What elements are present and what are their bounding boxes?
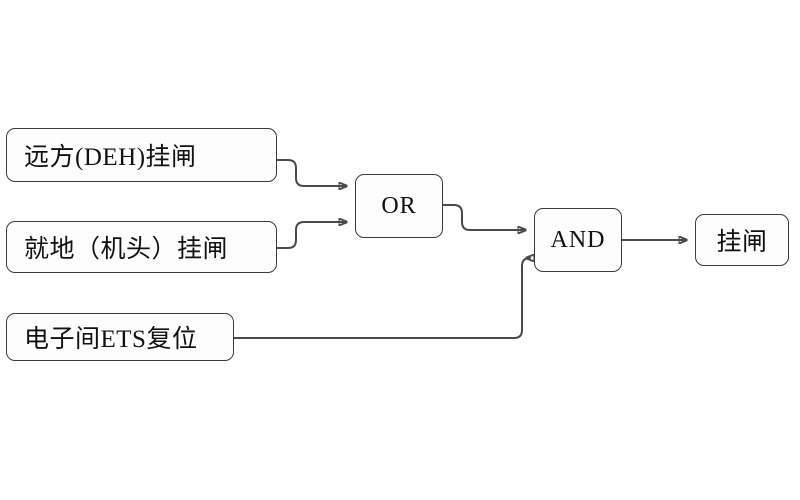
node-local-head-brake[interactable]: 就地（机头）挂闸	[6, 221, 277, 273]
node-remote-deh-brake[interactable]: 远方(DEH)挂闸	[6, 128, 277, 182]
gate-and[interactable]: AND	[534, 208, 622, 272]
node-output-brake[interactable]: 挂闸	[695, 214, 789, 266]
connector-or-to-and	[443, 204, 526, 230]
connector-in2-to-or	[277, 222, 347, 249]
connector-in3-to-and	[234, 258, 530, 339]
gate-or[interactable]: OR	[355, 174, 443, 238]
connector-in1-to-or	[277, 159, 347, 186]
node-ets-room-reset[interactable]: 电子间ETS复位	[6, 313, 234, 361]
